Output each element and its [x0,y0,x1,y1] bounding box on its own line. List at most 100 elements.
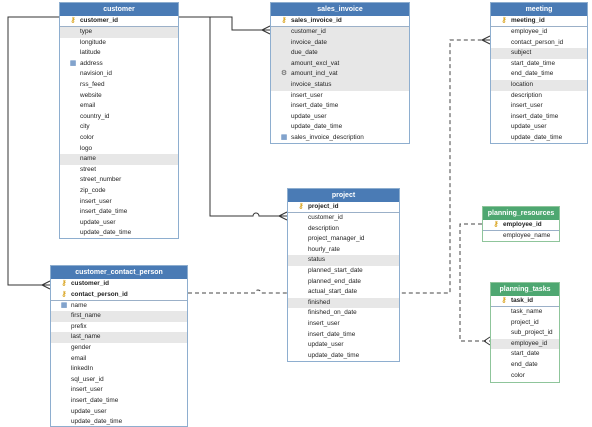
entity-customer-contact-person[interactable]: customer_contact_person ⚷customer_id⚷con… [50,265,188,427]
field-row[interactable]: update_date_time [51,417,187,426]
field-row[interactable]: update_date_time [491,133,587,143]
field-row[interactable]: website [60,91,178,102]
field-row[interactable]: update_date_time [271,122,409,133]
field-row[interactable]: description [288,224,399,235]
field-name: end_date_time [511,70,554,78]
field-name: employee_id [511,28,548,35]
field-row[interactable]: update_user [60,218,178,229]
field-row[interactable]: start_date [491,349,559,360]
field-row[interactable]: description [491,91,587,102]
field-row[interactable]: ⚷meeting_id [491,16,587,27]
field-row[interactable]: insert_user [271,91,409,102]
field-row[interactable]: logo [60,144,178,155]
field-row[interactable]: ⚷project_id [288,202,399,213]
field-row[interactable]: insert_date_time [491,112,587,123]
key-icon: ⚷ [501,17,507,24]
field-row[interactable]: ⚷task_id [491,296,559,307]
field-row[interactable]: finished_on_date [288,308,399,319]
field-row[interactable]: color [60,133,178,144]
field-row[interactable]: actual_start_date [288,287,399,298]
field-row[interactable]: customer_id [288,213,399,224]
field-row[interactable]: status [288,255,399,266]
field-row[interactable]: planned_end_date [288,277,399,288]
field-row[interactable]: end_date [491,360,559,371]
field-row[interactable]: ▦sales_invoice_description [271,133,409,143]
field-row[interactable]: color [491,371,559,382]
field-row[interactable]: task_name [491,307,559,318]
field-row[interactable]: hourly_rate [288,245,399,256]
field-row[interactable]: update_date_time [60,228,178,238]
field-row[interactable]: project_manager_id [288,234,399,245]
field-row[interactable]: ⚷contact_person_id [51,290,187,301]
key-icon: ⚷ [61,290,67,298]
field-row[interactable]: update_date_time [288,351,399,361]
field-row[interactable]: insert_user [51,385,187,396]
field-row[interactable]: insert_date_time [288,330,399,341]
field-row[interactable]: street [60,165,178,176]
field-row[interactable]: location [491,79,587,91]
field-row[interactable]: ▦address [60,59,178,70]
field-row[interactable]: rss_feed [60,80,178,91]
field-row[interactable]: email [60,101,178,112]
field-row[interactable]: zip_code [60,186,178,197]
field-row[interactable]: ⚷sales_invoice_id [271,16,409,27]
field-row[interactable]: type [60,27,178,38]
field-row[interactable]: project_id [491,318,559,329]
field-row[interactable]: ⚷employee_id [483,220,559,231]
field-row[interactable]: insert_user [491,101,587,112]
field-row[interactable]: linkedIn [51,364,187,375]
field-row[interactable]: city [60,122,178,133]
field-row[interactable]: subject [491,48,587,59]
field-row[interactable]: insert_date_time [60,207,178,218]
field-row[interactable]: employee_id [491,27,587,38]
field-row[interactable]: end_date_time [491,69,587,80]
field-row[interactable]: update_user [491,122,587,133]
field-row[interactable]: prefix [51,322,187,333]
field-row[interactable]: customer_id [271,27,409,38]
field-row[interactable]: insert_date_time [271,101,409,112]
field-row[interactable]: employee_name [483,231,559,241]
field-row[interactable]: gender [51,343,187,354]
field-row[interactable]: insert_user [60,197,178,208]
field-name: task_name [511,308,543,315]
field-row[interactable]: last_name [51,332,187,343]
field-row[interactable]: street_number [60,175,178,186]
field-row[interactable]: amount_excl_vat [271,58,409,70]
field-row[interactable]: ⚷customer_id [60,16,178,27]
field-row[interactable]: sql_user_id [51,375,187,386]
field-row[interactable]: insert_user [288,319,399,330]
field-name: planned_end_date [308,277,361,285]
field-row[interactable]: contact_person_id [491,38,587,49]
field-name: location [511,80,534,88]
field-row[interactable]: invoice_date [271,37,409,49]
field-row[interactable]: update_user [288,340,399,351]
field-row[interactable]: employee_id [491,338,559,350]
field-row[interactable]: first_name [51,311,187,322]
field-row[interactable]: finished [288,297,399,309]
field-row[interactable]: ▦name [51,301,187,312]
field-row[interactable]: name [60,154,178,165]
field-row[interactable]: latitude [60,48,178,59]
field-row[interactable]: navision_id [60,69,178,80]
field-row[interactable]: start_date_time [491,59,587,70]
field-row[interactable]: ⚷customer_id [51,279,187,290]
field-row[interactable]: email [51,354,187,365]
field-row[interactable]: longitude [60,38,178,49]
field-row[interactable]: sub_project_id [491,328,559,339]
field-row[interactable]: update_user [271,112,409,123]
field-row[interactable]: invoice_status [271,79,409,91]
field-row[interactable]: insert_date_time [51,396,187,407]
field-row[interactable]: ⚙amount_incl_vat [271,69,409,80]
field-row[interactable]: update_user [51,407,187,418]
field-row[interactable]: due_date [271,48,409,59]
field-row[interactable]: planned_start_date [288,266,399,277]
field-row[interactable]: country_id [60,112,178,123]
